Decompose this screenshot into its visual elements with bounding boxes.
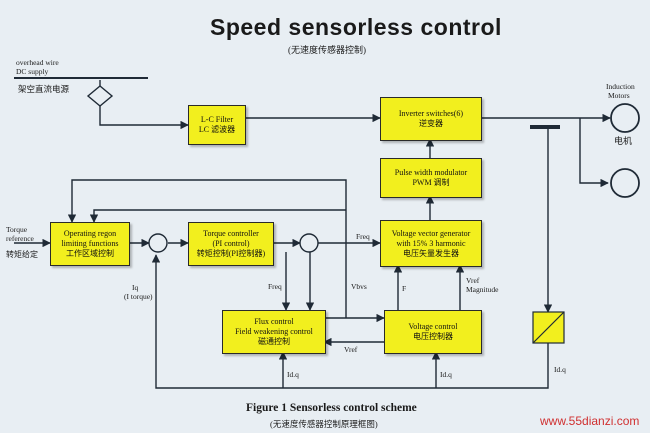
signal-vref-bottom: Vref — [344, 345, 358, 354]
supply-label-zh: 架空直流电源 — [18, 84, 70, 94]
signal-idq-flux: Id.q — [287, 370, 299, 379]
torque-ref-label-2: reference — [6, 234, 34, 243]
torque-ctrl-label-zh: 转矩控制(PI控制器) — [196, 249, 266, 258]
motor-2 — [610, 168, 640, 198]
operating-region-block: Operating regon limiting functions 工作区域控… — [50, 222, 130, 266]
motor-1 — [610, 103, 640, 133]
supply-diamond — [86, 85, 114, 107]
supply-label-2: DC supply — [16, 67, 49, 76]
voltage-control-block: Voltage control 电压控制器 — [384, 310, 482, 354]
signal-freq-top: Freq — [356, 232, 370, 241]
torque-ref-label-1: Torque — [6, 225, 28, 234]
flux-control-block: Flux control Field weakening control 磁通控… — [222, 310, 326, 354]
flux-label-2: Field weakening control — [235, 327, 313, 336]
signal-freq-left: Freq — [268, 282, 282, 291]
voltage-ctrl-label: Voltage control — [408, 322, 458, 331]
lc-filter-block: L-C Filter LC 滤波器 — [188, 105, 246, 145]
inverter-block: Inverter switches(6) 逆变器 — [380, 97, 482, 141]
torque-controller-block: Torque controller (PI control) 转矩控制(PI控制… — [188, 222, 274, 266]
lc-filter-label-zh: LC 滤波器 — [198, 125, 236, 134]
voltage-gen-label-zh: 电压矢量发生器 — [403, 248, 459, 258]
flux-label-1: Flux control — [254, 317, 294, 326]
pwm-block: Pulse width modulator PWM 调制 — [380, 158, 482, 198]
inverter-label-zh: 逆变器 — [419, 119, 443, 128]
motor-label-zh: 电机 — [614, 136, 633, 146]
flux-label-zh: 磁通控制 — [258, 337, 290, 346]
signal-vbvs: Vbvs — [351, 282, 367, 291]
operating-label-zh: 工作区域控制 — [66, 249, 114, 258]
voltage-ctrl-label-zh: 电压控制器 — [413, 332, 453, 341]
signal-idq-right: Id.q — [554, 365, 566, 374]
signal-iq-2: (I torque) — [124, 292, 153, 301]
motor-label-2: Motors — [608, 91, 630, 100]
signal-iq-1: Iq — [132, 283, 139, 292]
torque-ctrl-label-1: Torque controller — [203, 229, 259, 238]
signal-idq-volt: Id.q — [440, 370, 452, 379]
signal-f: F — [402, 284, 407, 293]
operating-label-2: limiting functions — [61, 239, 119, 248]
torque-ctrl-label-2: (PI control) — [212, 239, 250, 248]
supply-label-1: overhead wire — [16, 58, 59, 67]
figure-caption: Figure 1 Sensorless control scheme — [246, 402, 417, 414]
voltage-gen-label-1: Voltage vector generator — [391, 228, 471, 238]
signal-vref-mag-1: Vref — [466, 276, 480, 285]
operating-label-1: Operating regon — [63, 229, 117, 238]
summing-junction-1 — [148, 233, 168, 253]
watermark: www.55dianzi.com — [540, 414, 640, 428]
pwm-label: Pulse width modulator — [394, 168, 468, 177]
page-subtitle: (无速度传感器控制) — [288, 45, 366, 55]
summing-junction-2 — [299, 233, 319, 253]
voltage-gen-label-2: with 15% 3 harmonic — [396, 238, 466, 248]
pwm-label-zh: PWM 调制 — [412, 178, 450, 187]
voltage-vector-generator-block: Voltage vector generator with 15% 3 harm… — [380, 220, 482, 267]
torque-ref-label-zh: 转矩给定 — [6, 250, 38, 259]
lc-filter-label: L-C Filter — [200, 115, 234, 124]
figure-caption-zh: (无速度传感器控制原理框图) — [270, 419, 378, 429]
motor-label-1: Induction — [606, 82, 635, 91]
page-title: Speed sensorless control — [210, 14, 502, 40]
inverter-label: Inverter switches(6) — [398, 109, 464, 118]
signal-vref-mag-2: Magnitude — [466, 285, 499, 294]
